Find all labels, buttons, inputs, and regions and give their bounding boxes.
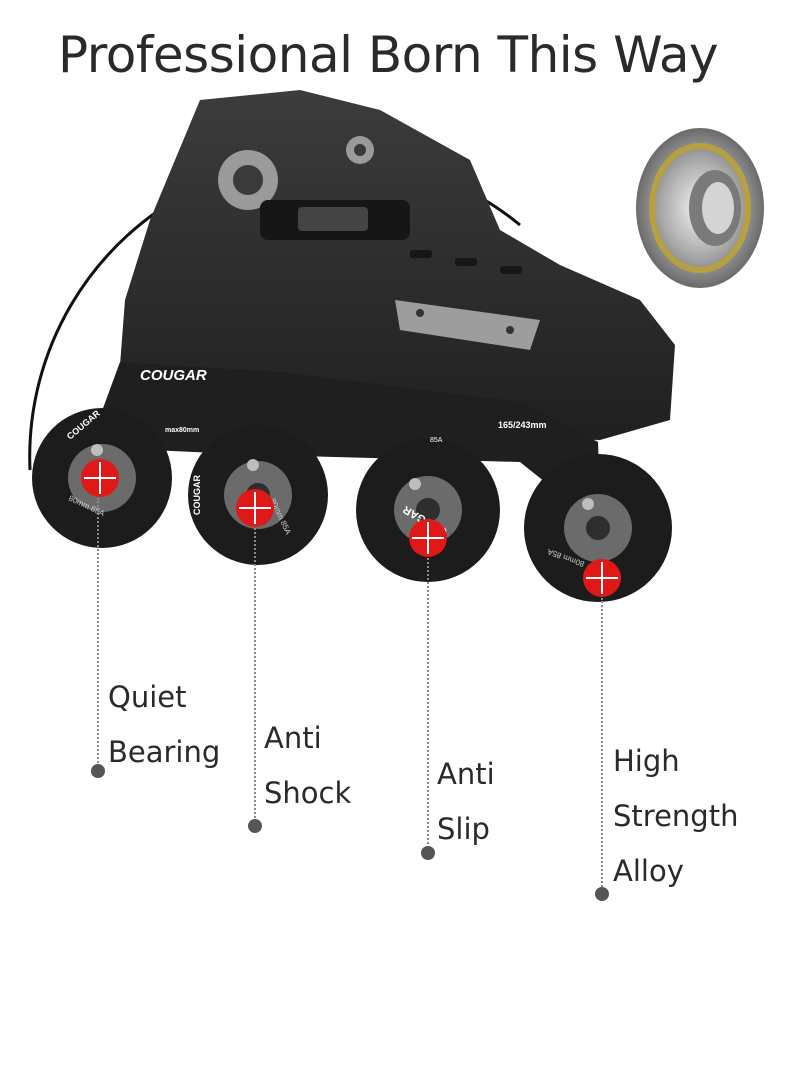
cross-marker-icon	[81, 459, 119, 497]
feature-label-line: Anti	[264, 721, 322, 755]
feature-label-line: Alloy	[613, 854, 684, 888]
frame-max-wheel-text: max80mm	[165, 427, 199, 434]
callout-line	[601, 598, 603, 894]
feature-label-line: Bearing	[108, 735, 221, 769]
feature-label-anti-slip: Anti Slip	[437, 747, 495, 857]
callout-dot-icon	[248, 819, 262, 833]
cross-marker-icon	[583, 559, 621, 597]
cross-marker-icon	[409, 519, 447, 557]
skate-wheel	[356, 438, 500, 582]
frame-brand-text: COUGAR	[140, 367, 207, 384]
feature-label-line: High	[613, 744, 680, 778]
feature-label-line: Anti	[437, 757, 495, 791]
skate-frame	[95, 362, 600, 502]
feature-label-quiet-bearing: Quiet Bearing	[108, 670, 220, 780]
bearing-image	[636, 128, 764, 288]
feature-label-high-strength-alloy: High Strength Alloy	[613, 734, 738, 899]
feature-label-line: Slip	[437, 812, 490, 846]
feature-label-line: Quiet	[108, 680, 187, 714]
callout-dot-icon	[91, 764, 105, 778]
callout-line	[97, 498, 99, 770]
feature-label-anti-shock: Anti Shock	[264, 711, 351, 821]
callout-line	[254, 528, 256, 826]
cross-marker-icon	[236, 489, 274, 527]
wheel-brand-text: COUGAR	[192, 475, 202, 515]
feature-label-line: Strength	[613, 799, 739, 833]
page-title: Professional Born This Way	[58, 26, 719, 84]
callout-dot-icon	[595, 887, 609, 901]
product-illustration: COUGAR 165/243mm max80mm COUGAR 80mm 85A…	[28, 90, 764, 602]
callout-dot-icon	[421, 846, 435, 860]
frame-spec-text: 165/243mm	[498, 420, 547, 430]
skate-boot	[120, 90, 675, 440]
feature-label-line: Shock	[264, 776, 352, 810]
skate-wheel	[524, 454, 672, 602]
callout-line	[427, 558, 429, 852]
frame-hardness-text: 85A	[430, 437, 443, 444]
